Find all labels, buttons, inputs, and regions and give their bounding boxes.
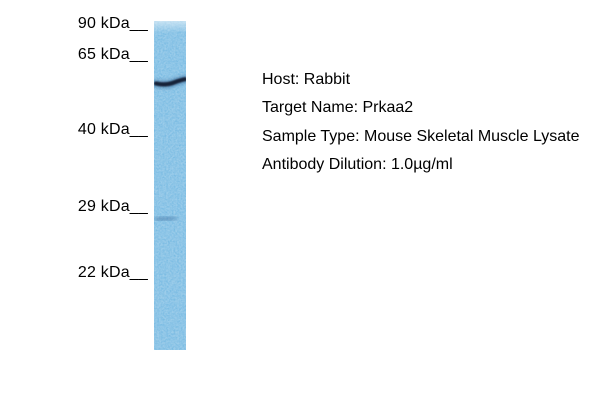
- strong-band: [154, 75, 186, 89]
- annotation-host: Host: Rabbit: [262, 71, 351, 88]
- blot-lane: [154, 21, 186, 350]
- annotation-block: Host: Rabbit Target Name: Prkaa2 Sample …: [262, 66, 600, 180]
- faint-band: [154, 216, 178, 221]
- annotation-target-name: Target Name: Prkaa2: [262, 99, 414, 117]
- annotation-antibody-dilution: Antibody Dilution: 1.0µg/ml: [262, 156, 453, 174]
- annotation-sample-type: Sample Type: Mouse Skeletal Muscle Lysat…: [262, 127, 580, 145]
- marker-label-40kda: 40 kDa__: [77, 121, 148, 138]
- molecular-weight-markers: 90 kDa__ 65 kDa__ 40 kDa__ 29 kDa__ 22 k…: [0, 0, 148, 400]
- blot-lane-image: [154, 21, 186, 350]
- marker-label-29kda: 29 kDa__: [77, 198, 148, 215]
- marker-label-22kda: 22 kDa__: [77, 264, 148, 281]
- marker-label-65kda: 65 kDa__: [77, 46, 148, 63]
- marker-label-90kda: 90 kDa__: [77, 15, 148, 32]
